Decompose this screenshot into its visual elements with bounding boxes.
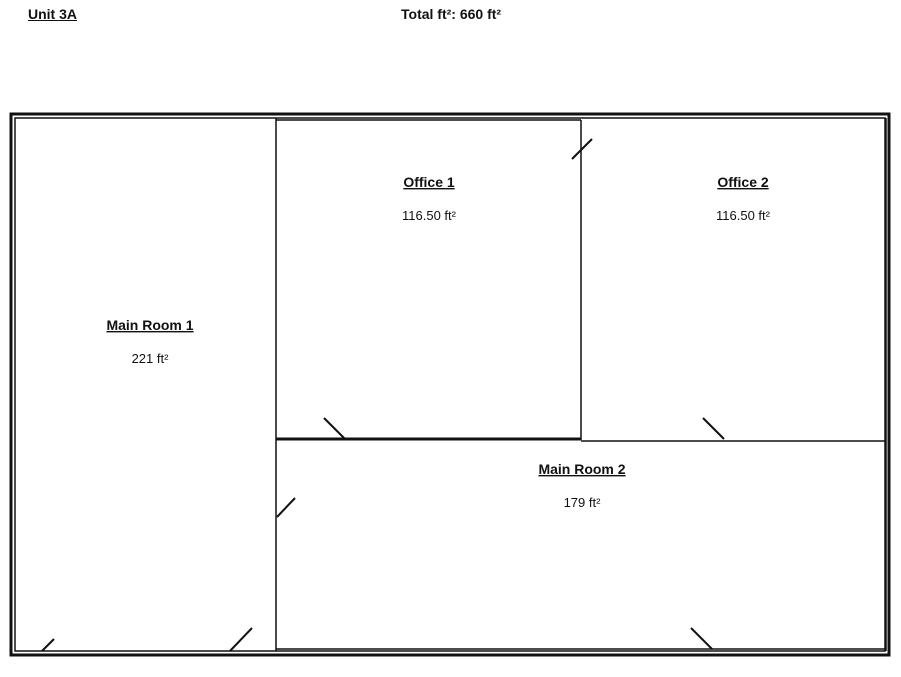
door-office-1-top xyxy=(571,138,593,160)
total-area-label: Total ft²: 660 ft² xyxy=(401,6,502,22)
unit-label: Unit 3A xyxy=(28,6,77,22)
room-name-main-room-1: Main Room 1 xyxy=(106,317,193,333)
outer-wall-inner xyxy=(14,117,886,652)
outer-wall xyxy=(9,112,891,657)
room-area-main-room-1: 221 ft² xyxy=(132,351,170,366)
room-area-main-room-2: 179 ft² xyxy=(564,495,602,510)
door-office-1-bottom xyxy=(323,417,346,440)
door-main-room-1-bottom-left xyxy=(41,638,55,652)
room-name-office-1: Office 1 xyxy=(403,174,455,190)
room-name-main-room-2: Main Room 2 xyxy=(538,461,625,477)
room-name-office-2: Office 2 xyxy=(717,174,769,190)
door-main-room-2-bottom xyxy=(690,627,713,650)
room-area-office-1: 116.50 ft² xyxy=(402,208,457,223)
room-area-office-2: 116.50 ft² xyxy=(716,208,771,223)
door-office-2-bottom xyxy=(702,417,725,440)
door-main-room-1-bottom-right xyxy=(229,627,253,652)
door-main-room-2-left xyxy=(276,497,296,518)
